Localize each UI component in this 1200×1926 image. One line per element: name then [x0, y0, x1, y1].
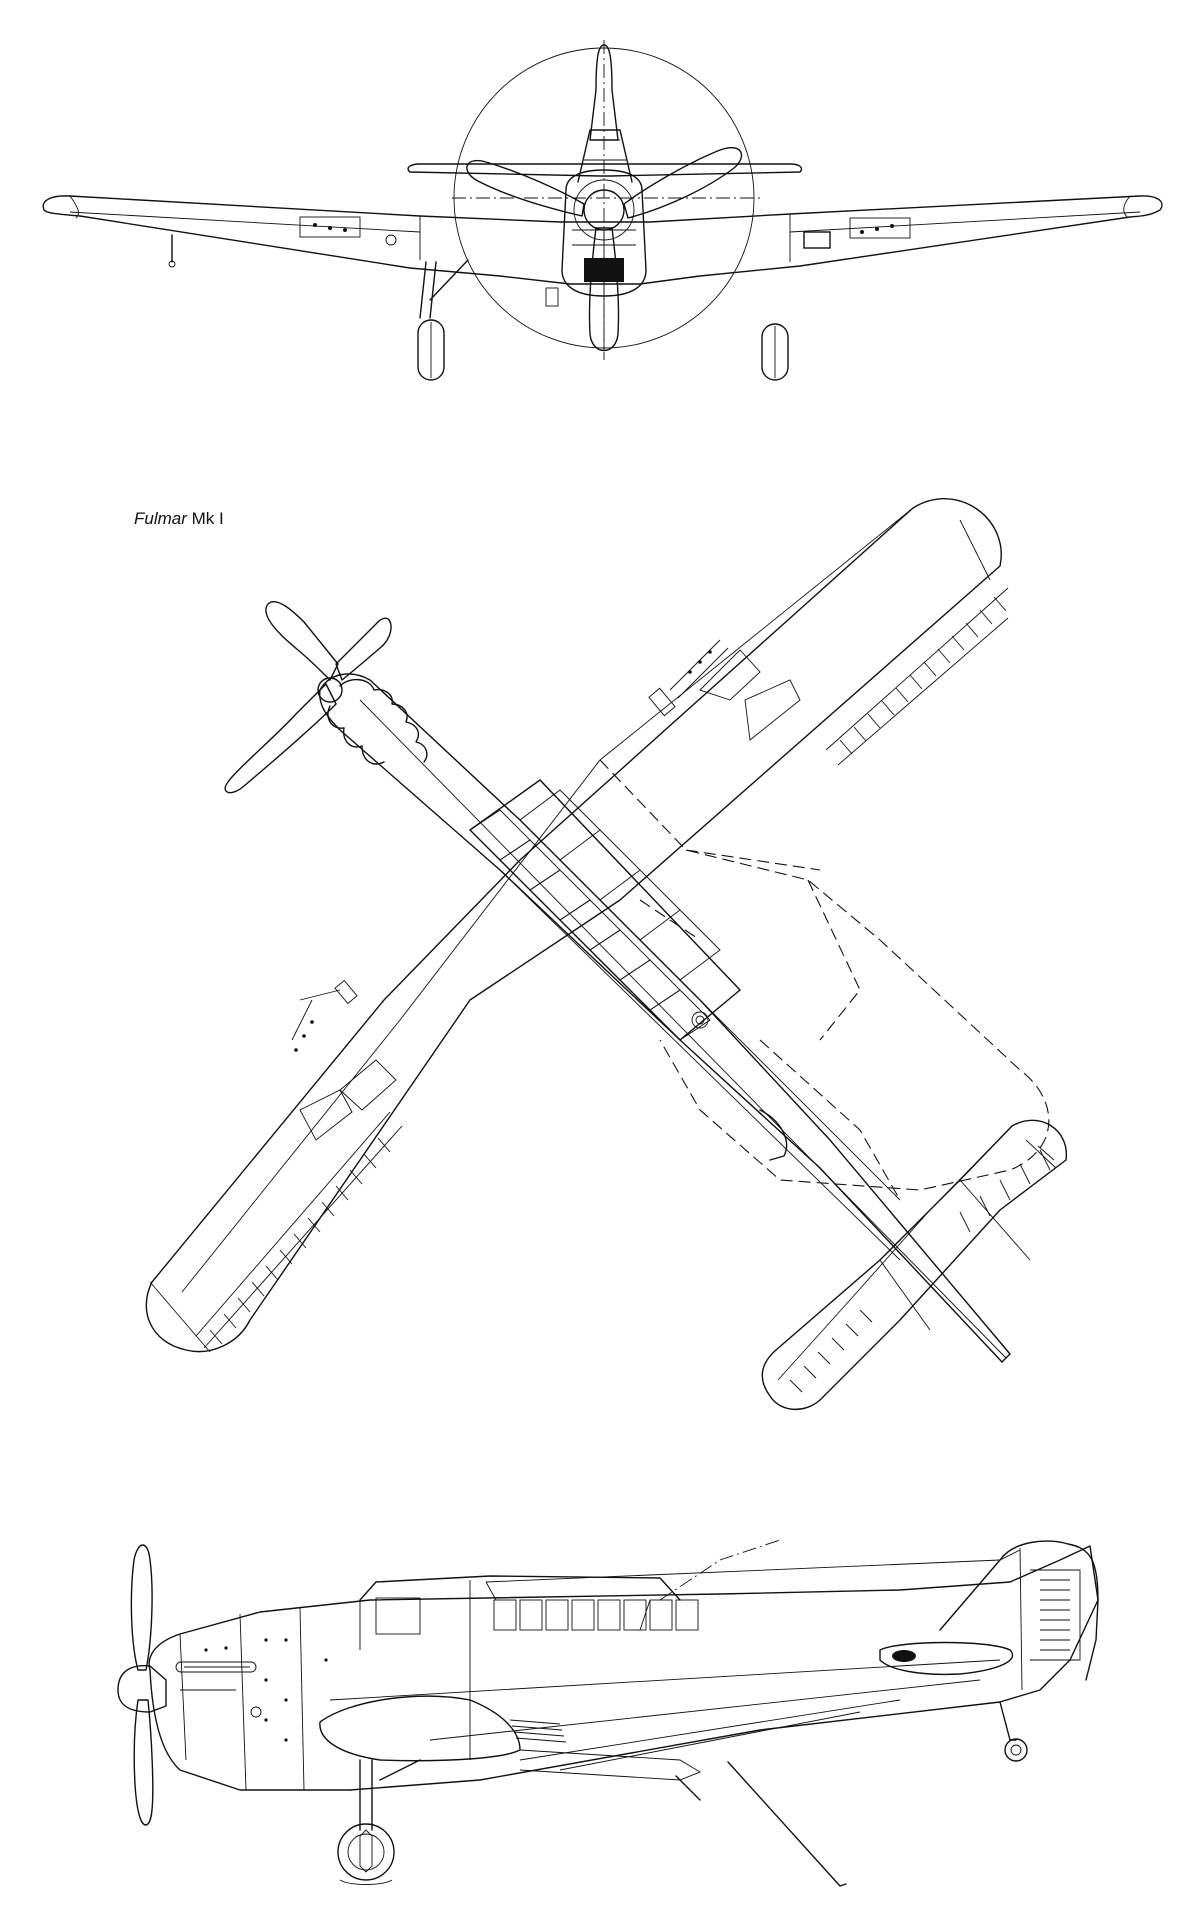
front-cowling — [561, 169, 647, 297]
front-propeller-blade-down — [588, 227, 620, 351]
front-wheel-right — [761, 323, 789, 381]
plan-view — [145, 498, 1067, 1411]
drawing-caption: Fulmar Mk I — [134, 509, 224, 529]
plan-canopy — [469, 779, 741, 1041]
front-propeller-blade-right — [623, 147, 743, 219]
side-arrester-hook — [727, 1761, 847, 1887]
side-canopy-panes — [375, 1597, 699, 1635]
side-folded-wing-line — [485, 1549, 1021, 1583]
front-view — [42, 40, 1163, 381]
side-propeller — [130, 1544, 153, 1671]
side-fin — [939, 1540, 1099, 1681]
side-tail-wheel — [999, 1701, 1028, 1762]
caption-mark: Mk I — [191, 509, 224, 528]
plan-tailplane — [761, 1119, 1067, 1411]
side-canopy — [359, 1575, 681, 1601]
plan-fuselage — [319, 673, 1011, 1363]
front-wheel-left — [417, 319, 445, 381]
plan-main-wing — [145, 498, 1002, 1353]
plan-right-flap — [825, 587, 1009, 766]
side-main-landing-gear — [337, 1759, 421, 1885]
side-fuselage — [148, 1545, 1099, 1791]
front-propeller-blade-left — [466, 159, 585, 217]
plan-propeller — [265, 601, 339, 681]
plan-folded-wing-outline — [599, 759, 1050, 1191]
side-view — [117, 1539, 1099, 1887]
side-main-wheel — [337, 1823, 395, 1881]
caption-aircraft-name: Fulmar — [134, 509, 187, 528]
plan-left-flap — [195, 1111, 403, 1349]
